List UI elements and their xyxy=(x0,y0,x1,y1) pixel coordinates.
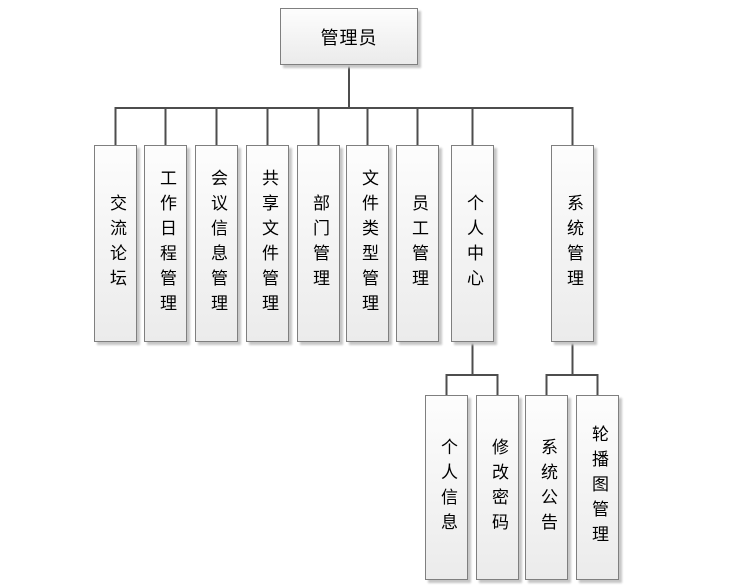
node-work-schedule-management-label: 工作日程管理 xyxy=(156,168,176,319)
node-file-type-management: 文件类型管理 xyxy=(346,145,389,342)
node-personal-info: 个人信息 xyxy=(425,395,468,580)
node-employee-management-label: 员工管理 xyxy=(408,193,428,294)
node-personal-center: 个人中心 xyxy=(451,145,494,342)
node-change-password-label: 修改密码 xyxy=(488,437,508,538)
node-system-announcement: 系统公告 xyxy=(525,395,568,580)
node-exchange-forum-label: 交流论坛 xyxy=(106,193,126,294)
node-carousel-management-label: 轮播图管理 xyxy=(588,425,608,550)
node-file-type-management-label: 文件类型管理 xyxy=(358,168,378,319)
node-personal-center-label: 个人中心 xyxy=(463,193,483,294)
node-work-schedule-management: 工作日程管理 xyxy=(144,145,187,342)
node-admin-label: 管理员 xyxy=(320,27,378,49)
node-shared-file-management-label: 共享文件管理 xyxy=(258,168,278,319)
node-personal-info-label: 个人信息 xyxy=(437,437,457,538)
node-carousel-management: 轮播图管理 xyxy=(576,395,619,580)
node-meeting-info-management-label: 会议信息管理 xyxy=(207,168,227,319)
node-department-management: 部门管理 xyxy=(297,145,340,342)
node-exchange-forum: 交流论坛 xyxy=(94,145,137,342)
node-system-management-label: 系统管理 xyxy=(563,193,583,294)
node-shared-file-management: 共享文件管理 xyxy=(246,145,289,342)
node-change-password: 修改密码 xyxy=(476,395,519,580)
node-department-management-label: 部门管理 xyxy=(309,193,329,294)
node-admin: 管理员 xyxy=(280,8,418,65)
node-system-announcement-label: 系统公告 xyxy=(537,437,557,538)
node-employee-management: 员工管理 xyxy=(396,145,439,342)
node-system-management: 系统管理 xyxy=(551,145,594,342)
node-meeting-info-management: 会议信息管理 xyxy=(195,145,238,342)
